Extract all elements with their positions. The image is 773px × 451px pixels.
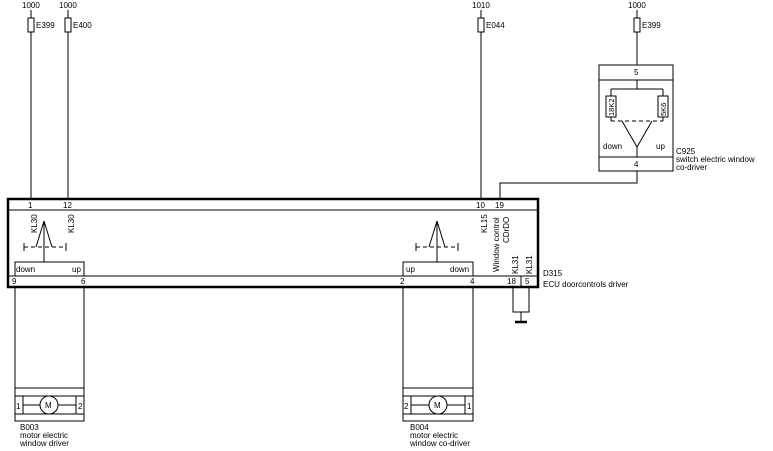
motor-b003-name-1: motor electric (20, 431, 68, 440)
fuse-voltage: 1010 (472, 1, 490, 10)
switch-c925: 5 4 18K2 5K6 down up C925 switch electri… (598, 64, 755, 172)
fuse-voltage: 1000 (22, 1, 40, 10)
ecu-switch-right-down: down (450, 265, 469, 274)
motor-b004: 2 1 M B004 motor electric window co-driv… (402, 387, 474, 448)
fuse-symbol (633, 17, 641, 33)
fuse-symbol (64, 17, 72, 33)
ecu-switch-left-down: down (16, 265, 35, 274)
motor-b004-name-2: window co-driver (409, 439, 470, 448)
ecu-switch-left: down up (14, 220, 85, 276)
motor-symbol: M (45, 401, 52, 410)
ecu-body (6, 197, 540, 289)
ecu-label-kl31-a: KL31 (511, 255, 520, 274)
fuse-voltage: 1000 (59, 1, 77, 10)
switch-c925-name-1: switch electric window (676, 155, 755, 164)
resistor-18k2-label: 18K2 (607, 98, 616, 116)
motor-b004-pin-left: 2 (404, 402, 409, 411)
motor-b004-pin-right: 1 (467, 402, 472, 411)
ecu-label-window-control: Window control (492, 217, 501, 272)
fuse-e399-left: 1000 E399 (22, 1, 55, 199)
ecu-label-kl15: KL15 (480, 214, 489, 233)
ecu-pin-18: 18 (507, 277, 516, 286)
ecu-switch-right-up: up (406, 265, 415, 274)
motor-b004-name-1: motor electric (410, 431, 458, 440)
motor-icon (39, 395, 59, 415)
fuse-label: E400 (73, 21, 92, 30)
ecu-switch-left-up: up (72, 265, 81, 274)
ecu-pin-19: 19 (495, 201, 504, 210)
motor-b004-body (402, 387, 474, 422)
wire-c925-to-ecu (499, 171, 638, 199)
ecu-pin-4: 4 (470, 277, 475, 286)
motor-b003-name-2: window driver (19, 439, 69, 448)
fuse-e400: 1000 E400 (59, 1, 92, 199)
fuse-label: E399 (642, 21, 661, 30)
fuse-symbol (477, 17, 485, 33)
switch-down-label: down (603, 142, 622, 151)
fuse-label: E044 (486, 21, 505, 30)
motor-b004-ref: B004 (410, 423, 429, 432)
switch-pin-bottom: 4 (634, 160, 639, 169)
switch-c925-name-2: co-driver (676, 163, 707, 172)
ecu-label-kl30-b: KL30 (67, 214, 76, 233)
motor-b003-pin-left: 1 (16, 402, 21, 411)
ecu-pin-12: 12 (63, 201, 72, 210)
ecu-pin-1: 1 (28, 201, 33, 210)
switch-up-label: up (656, 142, 665, 151)
ecu-d315: 1 12 10 19 KL30 KL30 KL15 Window control… (6, 197, 629, 289)
ecu-pin-10: 10 (476, 201, 485, 210)
fuse-symbol (27, 17, 35, 33)
switch-pin-top: 5 (634, 68, 639, 77)
ecu-label-kl30-a: KL30 (30, 214, 39, 233)
ecu-label-cdrdo: CDrDO (502, 217, 511, 243)
ecu-pin-5: 5 (525, 277, 530, 286)
fuse-e399-right: 1000 E399 (628, 1, 661, 65)
ecu-ref: D315 (543, 269, 563, 278)
motor-b003-ref: B003 (20, 423, 39, 432)
motor-symbol: M (434, 401, 441, 410)
fuse-e044: 1010 E044 (472, 1, 505, 199)
ecu-label-kl31-b: KL31 (525, 255, 534, 274)
ecu-pin-9: 9 (12, 277, 17, 286)
switch-c925-body (598, 64, 674, 172)
ecu-name: ECU doorcontrols driver (543, 280, 629, 289)
motor-b003: 1 2 M B003 motor electric window driver (14, 387, 85, 448)
switch-c925-ref: C925 (676, 147, 696, 156)
ecu-pin-6: 6 (81, 277, 86, 286)
motor-b003-body (14, 387, 85, 422)
fuse-label: E399 (36, 21, 55, 30)
motor-icon (428, 395, 448, 415)
motor-b003-pin-right: 2 (78, 402, 83, 411)
ground-connection (512, 287, 530, 324)
ecu-switch-right: up down (402, 220, 474, 276)
resistor-5k6-label: 5K6 (659, 103, 668, 116)
fuse-voltage: 1000 (628, 1, 646, 10)
ecu-pin-2: 2 (400, 277, 405, 286)
